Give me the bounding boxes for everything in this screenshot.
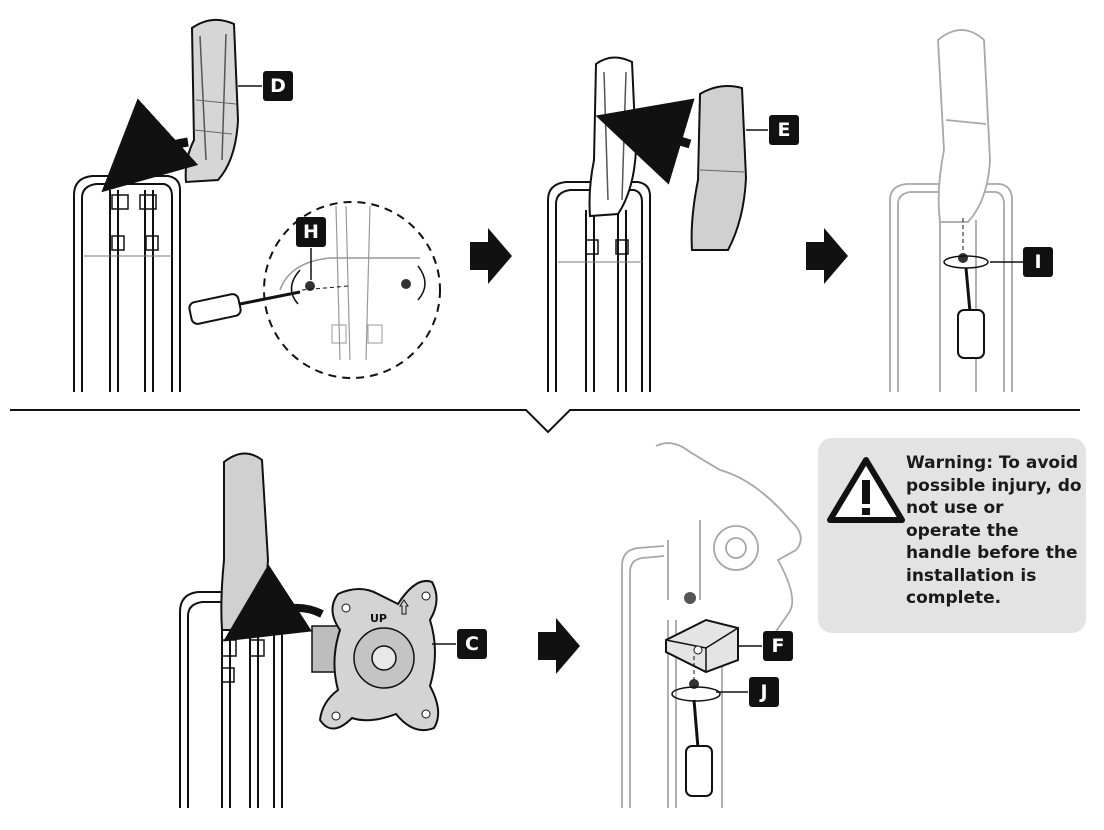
- detail-circle-h: [263, 201, 441, 379]
- vesa-plate-c: UP: [311, 580, 440, 732]
- callout-j: J: [749, 677, 779, 707]
- callout-d: D: [263, 71, 293, 101]
- callout-c: C: [457, 629, 487, 659]
- step2-pole: [547, 181, 651, 392]
- plate-up-label: UP: [370, 612, 387, 625]
- step3-assembly: [889, 29, 1013, 392]
- arrow-right-icon: [806, 228, 848, 284]
- arrow-right-icon: [538, 618, 580, 674]
- cover-part-e: [690, 85, 748, 251]
- handle-part-d: [184, 18, 240, 184]
- section-divider: [10, 409, 1080, 434]
- handle-with-cover: [220, 452, 270, 631]
- push-arrow-icon: [595, 98, 695, 185]
- bracket-part-f: [665, 618, 739, 674]
- screw-icon: [401, 279, 411, 289]
- callout-f: F: [763, 631, 793, 661]
- callout-h: H: [296, 217, 326, 247]
- warning-triangle-icon: [827, 457, 905, 523]
- step5-assembly: [621, 442, 802, 808]
- screw-icon: [958, 253, 968, 263]
- screw-icon: [684, 592, 696, 604]
- screwdriver-icon: [685, 699, 713, 797]
- callout-e: E: [769, 115, 799, 145]
- callout-i: I: [1023, 247, 1053, 277]
- screw-icon: [305, 281, 315, 291]
- warning-text: Warning: To avoid possible injury, do no…: [906, 453, 1082, 608]
- screwdriver-icon: [188, 290, 301, 325]
- handle-installed: [588, 56, 638, 218]
- warning-box: Warning: To avoid possible injury, do no…: [818, 438, 1086, 633]
- screwdriver-icon: [957, 267, 985, 359]
- step1-pole: [73, 175, 181, 392]
- curved-arrow-icon: [101, 98, 199, 193]
- curved-arrow-icon: [223, 564, 324, 642]
- arrow-right-icon: [470, 228, 512, 284]
